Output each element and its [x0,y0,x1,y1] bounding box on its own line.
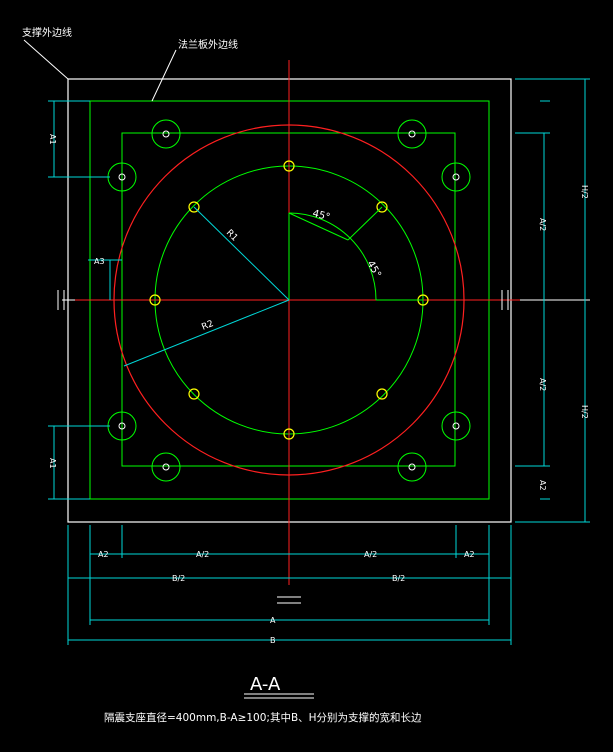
support-outline-label: 支撑外边线 [22,26,72,39]
isolator-bolt-holes [149,160,429,440]
h-half-lower: H/2 [580,405,589,419]
r2-label: R2 [200,319,215,333]
anchor-bolt-centers [118,130,460,471]
b-dimension: B [270,636,276,645]
b-half-left: B/2 [172,574,185,583]
a-half-right-upper: A/2 [538,218,547,231]
a-half-right-lower: A/2 [538,378,547,391]
dimension-lines [48,78,590,645]
angle-label-2: 45° [364,259,382,280]
a-half-bottom-left: A/2 [196,550,209,559]
a1-upper: A1 [48,134,57,145]
a3-label: A3 [94,257,105,266]
section-marker-left [57,290,65,310]
radius-r1-line [193,206,290,301]
a1-lower: A1 [48,458,57,469]
flange-outline-label: 法兰板外边线 [178,38,238,51]
a2-right: A2 [538,480,547,491]
label-leaders [23,39,177,102]
angle-construction [288,206,423,301]
a-dimension: A [270,616,276,625]
a-half-bottom-right: A/2 [364,550,377,559]
a2-bottom-left: A2 [98,550,109,559]
b-half-right: B/2 [392,574,405,583]
angle-label-1: 45° [311,208,331,223]
section-marker-right [501,290,509,310]
r1-label: R1 [224,228,240,244]
radius-r2-line [123,299,290,367]
anchor-bolts [107,119,471,482]
a2-bottom-right: A2 [464,550,475,559]
section-title: A-A [250,674,281,695]
caption: 隔震支座直径=400mm,B-A≥100;其中B、H分别为支撑的宽和长边 [104,711,422,724]
section-marker-bottom [277,596,301,604]
h-half-upper: H/2 [580,185,589,199]
